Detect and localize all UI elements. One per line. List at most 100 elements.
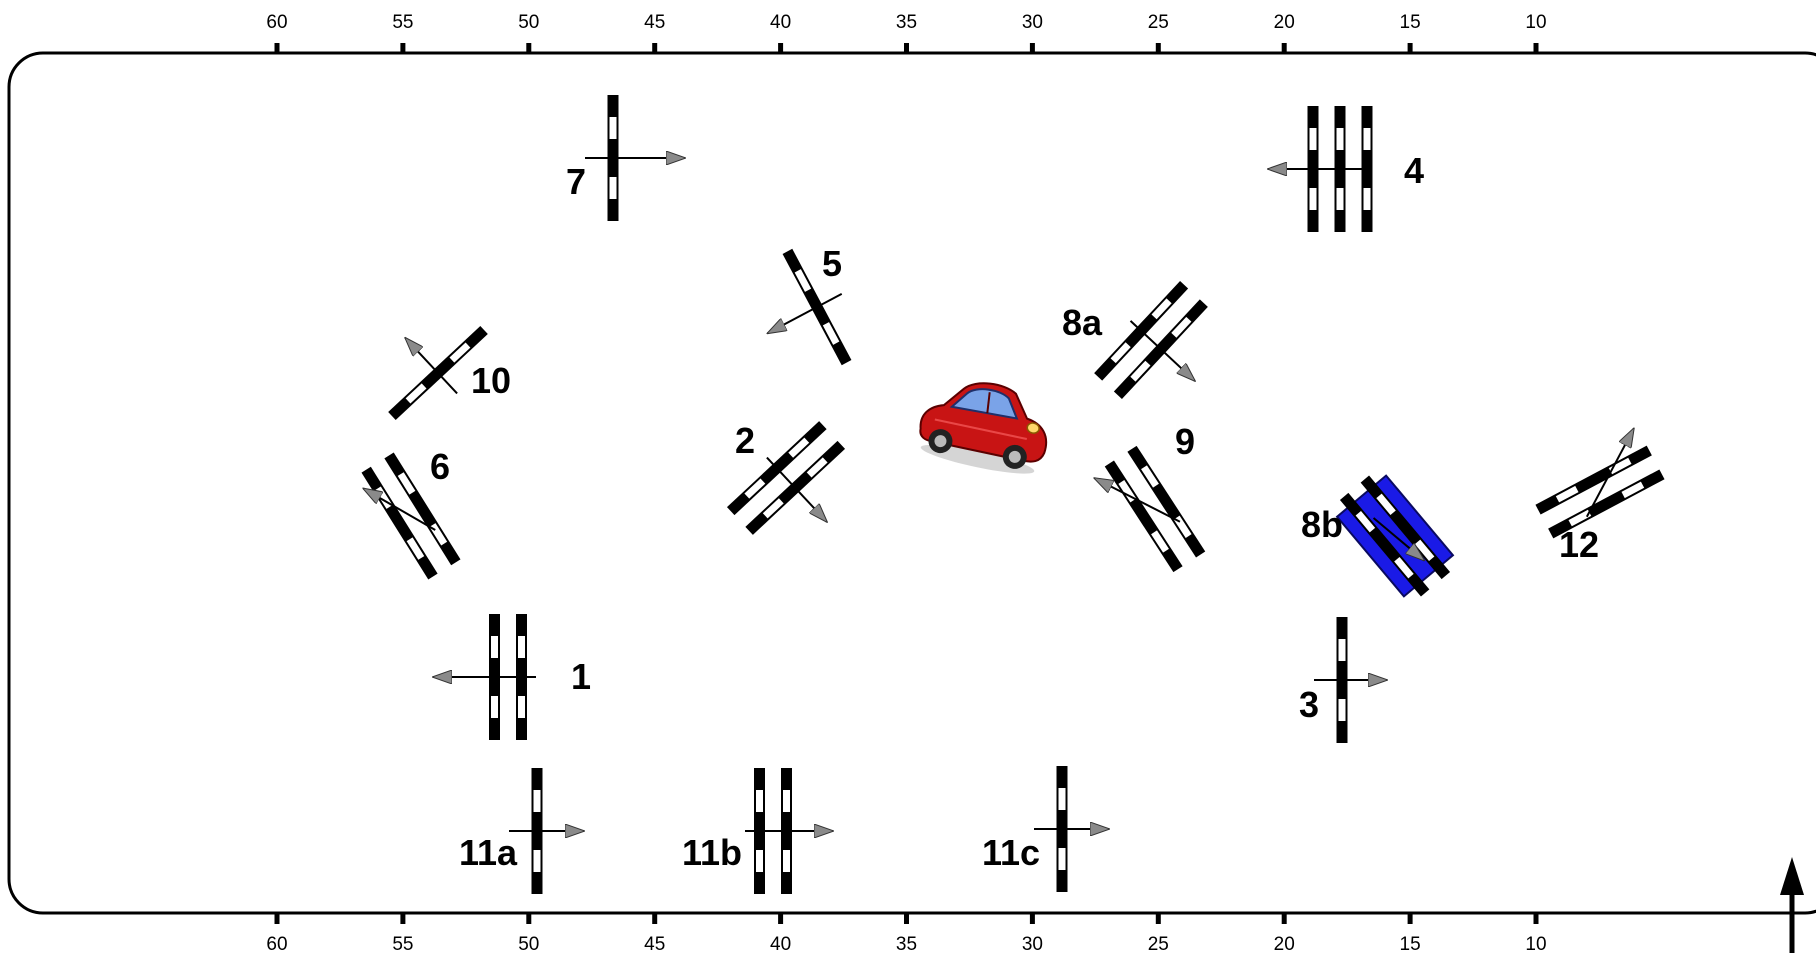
target-stripe-white — [1621, 481, 1645, 499]
direction-arrow-icon — [768, 292, 843, 333]
target-12: 12 — [1535, 428, 1665, 565]
top-scale-label: 35 — [896, 12, 917, 33]
top-scale: 60 55 50 45 40 35 30 25 20 15 10 — [266, 12, 1547, 54]
target-stripe-white — [822, 322, 840, 345]
top-scale-label: 45 — [644, 12, 665, 33]
target-stripe-white — [449, 342, 471, 363]
target-4: 4 — [1268, 106, 1424, 232]
target-stripe-white — [1394, 556, 1414, 579]
top-scale-label: 30 — [1022, 12, 1043, 33]
target-stripe-white — [405, 383, 427, 404]
target-stripe-white — [783, 790, 790, 812]
target-stripe-white — [1568, 509, 1592, 527]
north-arrow-icon — [1780, 857, 1804, 953]
top-scale-label: 40 — [770, 12, 791, 33]
top-scale-label: 50 — [518, 12, 539, 33]
target-label: 2 — [735, 420, 755, 461]
bottom-scale-label: 40 — [770, 934, 791, 953]
bottom-scale-label: 45 — [644, 934, 665, 953]
bottom-scale-label: 50 — [518, 934, 539, 953]
target-11b: 11b — [682, 768, 833, 894]
target-label: 10 — [471, 360, 511, 401]
target-stripe-white — [1141, 465, 1159, 488]
target-stripe-white — [1058, 848, 1066, 870]
target-bars — [1535, 445, 1665, 539]
target-stripe-white — [533, 790, 541, 812]
direction-arrow-icon — [1129, 320, 1195, 381]
target-stripe-white — [1608, 457, 1632, 475]
target-7: 7 — [566, 95, 685, 221]
bottom-scale-label: 20 — [1274, 934, 1295, 953]
target-stripe-white — [1151, 530, 1169, 553]
target-stripe-white — [788, 437, 810, 458]
top-scale-label: 25 — [1148, 12, 1169, 33]
direction-arrow-icon — [363, 489, 436, 531]
direction-arrow-icon — [1372, 517, 1425, 560]
target-label: 3 — [1299, 684, 1319, 725]
target-label: 9 — [1175, 421, 1195, 462]
targets-layer: 7 4 5 8a 10 2 9 6 8b 12 1 3 11a 11b 11c — [362, 95, 1665, 894]
boundary-frame — [7, 51, 1816, 915]
bottom-scale-label: 25 — [1148, 934, 1169, 953]
target-stripe-white — [1171, 316, 1192, 338]
target-11c: 11c — [982, 766, 1109, 892]
top-scale-label: 10 — [1525, 12, 1546, 33]
target-label: 5 — [822, 243, 842, 284]
direction-arrow-icon — [766, 456, 827, 522]
target-stripe-white — [397, 472, 416, 495]
target-stripe-white — [491, 636, 498, 658]
top-scale-label: 55 — [392, 12, 413, 33]
target-stripe-white — [518, 636, 525, 658]
target-label: 4 — [1404, 150, 1424, 191]
target-label: 12 — [1559, 524, 1599, 565]
target-stripe-white — [1151, 298, 1172, 320]
target-stripe-white — [406, 537, 425, 560]
target-stripe-white — [1376, 493, 1396, 516]
target-stripe-white — [1110, 342, 1131, 364]
target-stripe-white — [1338, 639, 1346, 661]
target-5: 5 — [768, 243, 852, 366]
direction-arrow-icon — [1585, 428, 1634, 518]
target-stripe-white — [1058, 788, 1066, 810]
top-scale-label: 20 — [1274, 12, 1295, 33]
top-scale-label: 60 — [266, 12, 287, 33]
target-2: 2 — [726, 420, 846, 535]
target-stripe-white — [1309, 188, 1317, 210]
target-stripe-white — [1355, 511, 1376, 533]
target-stripe-white — [1338, 699, 1346, 721]
target-1: 1 — [433, 614, 591, 740]
target-stripe-white — [609, 177, 617, 199]
target-8a: 8a — [1062, 280, 1208, 400]
target-stripe-white — [744, 478, 766, 499]
bottom-scale-label: 55 — [392, 934, 413, 953]
target-label: 11a — [459, 832, 518, 873]
target-9: 9 — [1094, 421, 1206, 573]
target-label: 1 — [571, 656, 591, 697]
target-label: 8b — [1301, 504, 1343, 545]
target-stripe-white — [756, 790, 763, 812]
target-label: 7 — [566, 161, 586, 202]
direction-arrow-icon — [1094, 478, 1181, 523]
bottom-scale-label: 60 — [266, 934, 287, 953]
target-stripe-white — [518, 696, 525, 718]
target-stripe-white — [783, 850, 790, 872]
target-10: 10 — [388, 326, 511, 420]
target-stripe-white — [806, 457, 828, 478]
top-scale-label: 15 — [1400, 12, 1421, 33]
target-stripe-white — [1336, 128, 1344, 150]
bottom-scale-label: 35 — [896, 934, 917, 953]
target-stripe-white — [756, 850, 763, 872]
target-stripe-white — [1363, 128, 1371, 150]
target-label: 11b — [682, 832, 742, 873]
target-6: 6 — [362, 446, 461, 580]
red-car-icon — [919, 382, 1048, 474]
target-8b: 8b — [1301, 474, 1455, 598]
target-stripe-white — [491, 696, 498, 718]
target-label: 8a — [1062, 302, 1103, 343]
target-stripe-white — [1130, 360, 1151, 382]
target-stripe-white — [794, 269, 812, 292]
target-bars — [1339, 475, 1451, 597]
target-3: 3 — [1299, 617, 1387, 743]
